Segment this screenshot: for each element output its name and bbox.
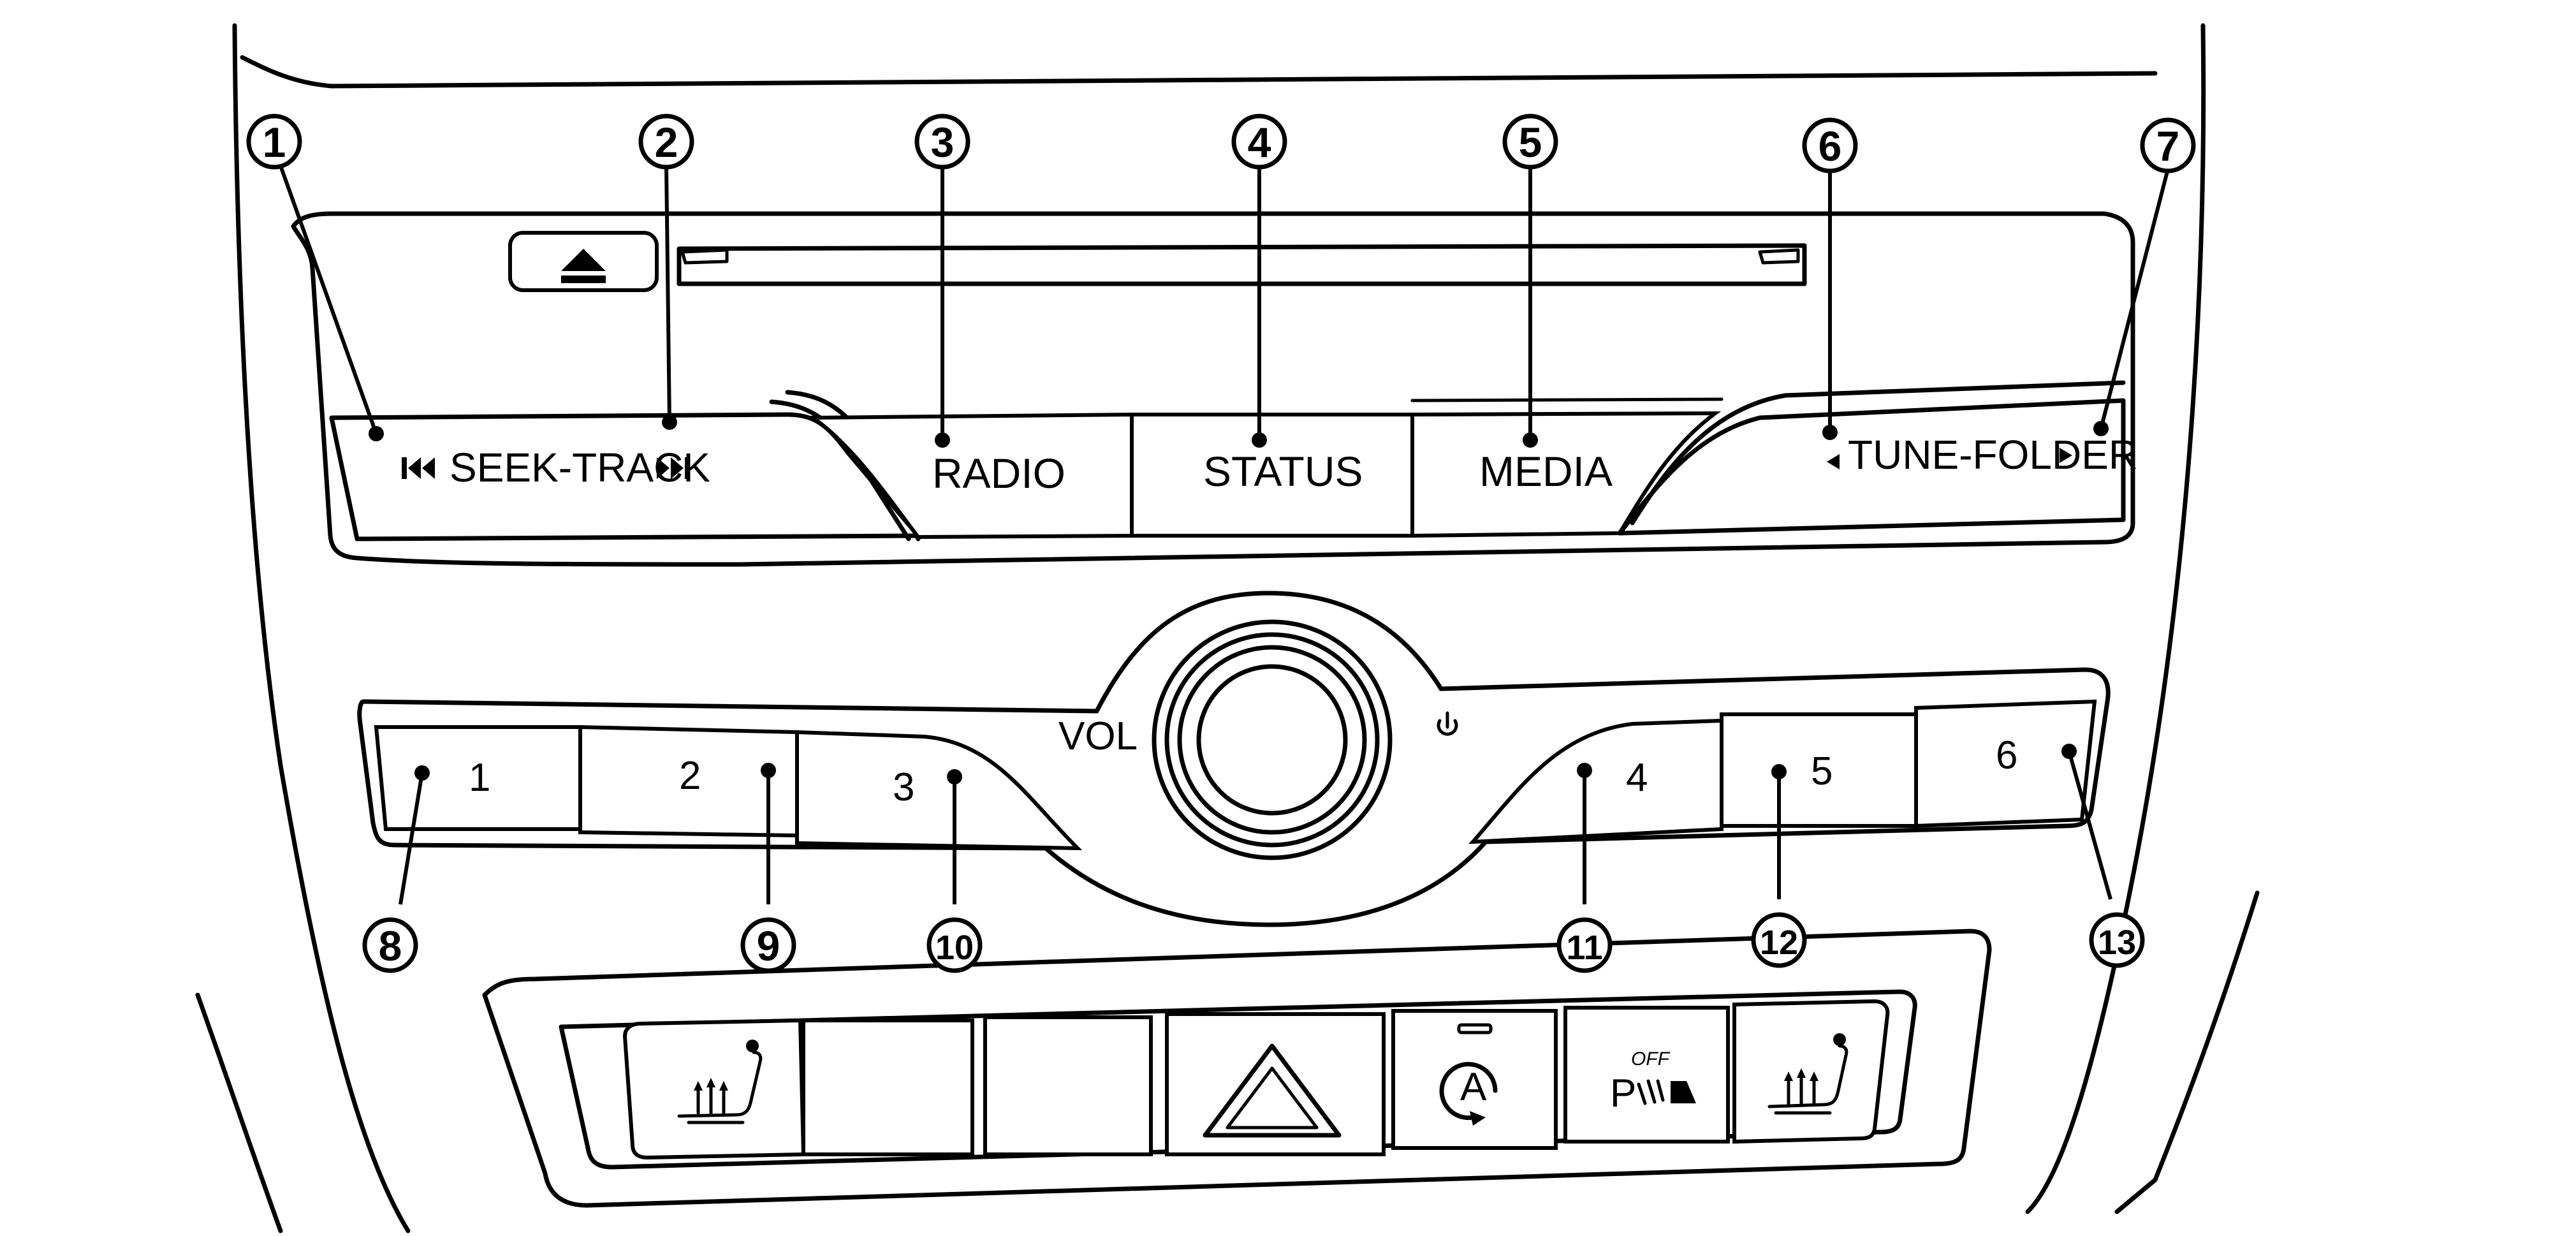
parking-sensor-off-icon: OFF P [1610,1048,1696,1115]
svg-text:11: 11 [1566,929,1602,967]
volume-knob[interactable] [1152,619,1393,860]
auto-label: A [1460,1065,1487,1109]
upper-panel: SEEK-TRACK RADIO STATUS MEDIA [291,211,2138,567]
middle-panel: VOL 1 2 3 4 5 [357,591,2111,927]
svg-text:12: 12 [1760,923,1798,962]
callout-8: 8 [362,917,418,973]
preset-button-6[interactable]: 6 [1914,699,2097,828]
svg-text:4: 4 [1248,119,1271,166]
eject-button[interactable] [508,231,659,292]
blank-switch-1[interactable] [801,1019,974,1156]
svg-text:5: 5 [1519,119,1542,166]
preset-button-1[interactable]: 1 [374,725,582,831]
callout-5: 5 [1502,114,1558,170]
seat-heater-right-icon [1767,1033,1848,1115]
tune-folder-label: TUNE-FOLDER [1848,432,2138,478]
preset-button-4[interactable]: 4 [1468,718,1723,844]
callout-1: 1 [246,114,302,170]
svg-text:13: 13 [2098,923,2136,962]
callout-9: 9 [740,917,796,973]
preset-label-6: 6 [1996,733,2017,777]
preset-label-1: 1 [469,756,490,800]
media-label: MEDIA [1479,448,1613,495]
seat-heater-left-icon [677,1040,763,1124]
hazard-warning-icon [1203,1043,1342,1138]
callout-10: 10 [926,917,983,973]
preset-button-5[interactable]: 5 [1720,712,1918,828]
callout-12: 12 [1751,912,1807,968]
svg-text:9: 9 [757,922,780,969]
callout-7: 7 [2140,117,2196,173]
parking-label: P [1610,1071,1636,1115]
preset-button-3[interactable]: 3 [795,730,1083,851]
hazard-switch[interactable] [1165,1012,1386,1156]
blank-switch-2[interactable] [983,1015,1153,1156]
svg-text:10: 10 [935,929,974,967]
svg-text:6: 6 [1819,122,1842,170]
tune-folder-button[interactable]: TUNE-FOLDER [1617,380,2138,536]
preset-label-3: 3 [893,765,914,809]
svg-text:8: 8 [379,922,402,969]
radio-label: RADIO [932,450,1065,497]
cd-slot[interactable] [677,243,1807,286]
parking-off-label: OFF [1631,1048,1671,1070]
svg-text:3: 3 [931,119,955,166]
svg-text:7: 7 [2156,122,2180,170]
seek-track-button[interactable]: SEEK-TRACK [329,390,921,541]
seat-heater-right-switch[interactable] [1732,999,1890,1144]
svg-text:1: 1 [263,119,286,166]
auto-stop-switch[interactable]: A [1391,1009,1558,1150]
callout-13: 13 [2089,912,2145,968]
seat-heater-left-switch[interactable] [622,1018,806,1160]
callout-6: 6 [1802,117,1858,173]
preset-label-5: 5 [1811,749,1833,793]
previous-track-icon [402,457,435,479]
vol-label: VOL [1058,714,1138,758]
auto-stop-icon: A [1439,1062,1498,1126]
preset-button-2[interactable]: 2 [578,725,799,838]
callout-3: 3 [914,114,970,170]
status-label: STATUS [1203,448,1363,495]
tune-left-icon [1827,454,1840,469]
callout-11: 11 [1556,917,1613,973]
media-button[interactable]: MEDIA [1410,411,1722,538]
callout-leaders [279,165,2170,905]
radio-button[interactable]: RADIO [807,412,1134,540]
eject-icon [561,249,606,283]
parking-sensor-off-switch[interactable]: OFF P [1563,1006,1730,1144]
power-icon [1437,711,1458,736]
preset-label-4: 4 [1626,756,1648,800]
callout-2: 2 [638,114,694,170]
tune-right-icon [2060,448,2072,463]
callout-4: 4 [1231,114,1287,170]
dash-outline [195,23,2260,1233]
lower-panel: A OFF P [482,929,1992,1208]
svg-text:2: 2 [655,119,678,166]
status-button[interactable]: STATUS [1130,413,1414,538]
next-track-icon [657,457,690,479]
preset-label-2: 2 [679,754,701,798]
